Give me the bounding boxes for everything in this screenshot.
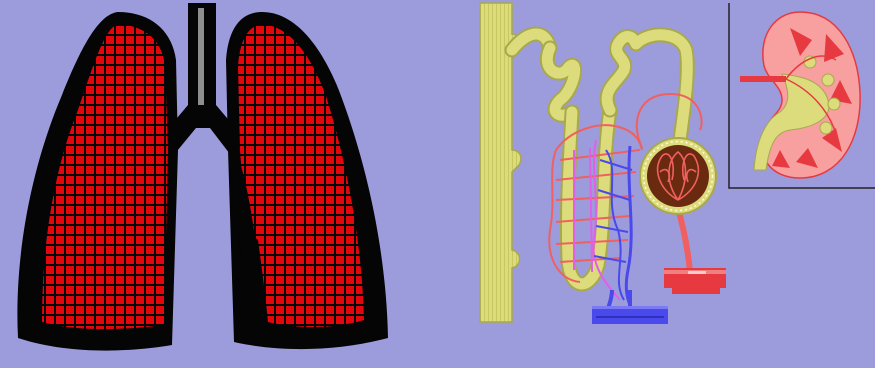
lungs-icon [17,3,388,351]
nephron-icon [480,3,726,324]
kidney-icon [729,3,875,188]
kidney-renal-artery [740,76,786,82]
left-lung-tissue [42,24,168,329]
